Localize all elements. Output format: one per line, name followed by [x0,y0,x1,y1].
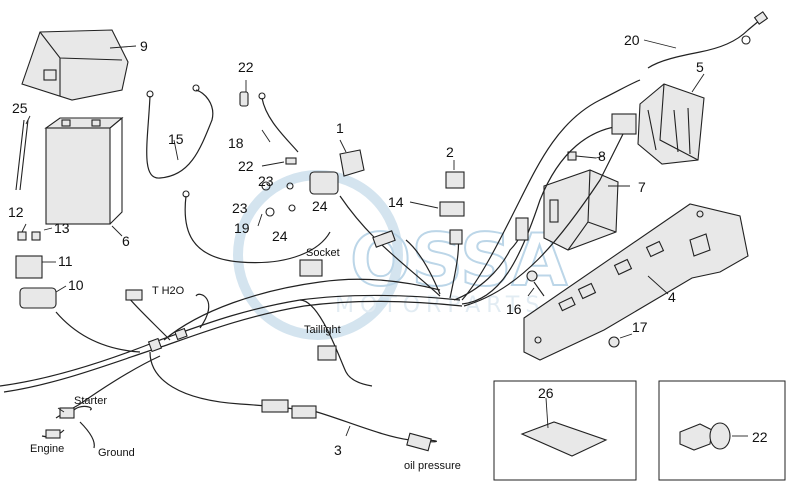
label-engine: Engine [30,443,64,455]
label-ground: Ground [98,447,135,459]
label-taillight: Taillight [304,324,341,336]
harness-clips [45,113,637,452]
voltage-regulator [637,73,705,165]
callout-15: 15 [168,131,184,147]
bolt-8 [567,151,605,161]
callout-23-b: 23 [232,200,248,216]
callout-16: 16 [506,301,522,317]
callout-12: 12 [8,204,24,220]
callout-25: 25 [12,100,28,116]
callout-11: 11 [58,253,73,269]
starter-relay [309,139,365,195]
callout-6: 6 [122,233,130,249]
starter-cable [261,97,299,153]
nut-17 [608,333,633,348]
fuses [17,223,53,241]
callout-18: 18 [228,135,244,151]
callout-5: 5 [696,59,704,75]
callout-22-mid: 22 [238,158,254,174]
callout-10: 10 [68,277,84,293]
label-starter: Starter [74,395,107,407]
inset-box-sticker [493,380,637,481]
label-socket: Socket [306,247,340,259]
ecu [543,169,630,251]
callout-26: 26 [538,385,554,401]
callout-22-inset: 22 [752,429,768,445]
battery-cover [21,29,137,101]
strap [15,119,29,191]
leaders [25,80,351,437]
relay-holder [15,255,67,309]
label-t-h2o: T H2O [152,285,185,297]
bulb [239,91,249,107]
relay-2 [409,160,465,217]
callout-23-a: 23 [258,173,274,189]
callout-3: 3 [334,442,342,458]
callout-2: 2 [446,144,454,160]
callout-14: 14 [388,194,404,210]
ground-cable [184,195,331,264]
battery-cable [146,89,214,179]
callout-4: 4 [668,289,676,305]
callout-22-top: 22 [238,59,254,75]
label-oil-pressure: oil pressure [404,460,461,472]
callout-7: 7 [638,179,646,195]
callout-20: 20 [624,32,640,48]
battery [44,116,124,237]
callout-1: 1 [336,120,344,136]
inset-box-lamp [658,380,786,481]
bolt-16 [526,270,545,297]
watermark-subtext: MOTORPARTS [335,293,545,318]
fasteners [261,157,297,217]
callout-17: 17 [632,319,648,335]
main-harness [0,79,641,449]
callout-9: 9 [140,38,148,54]
callout-13: 13 [54,220,70,236]
callout-19: 19 [234,220,250,236]
callout-24-b: 24 [272,228,288,244]
callout-8: 8 [598,148,606,164]
callout-24-a: 24 [312,198,328,214]
mounting-bracket [523,203,749,361]
sensor-cable [643,11,769,69]
